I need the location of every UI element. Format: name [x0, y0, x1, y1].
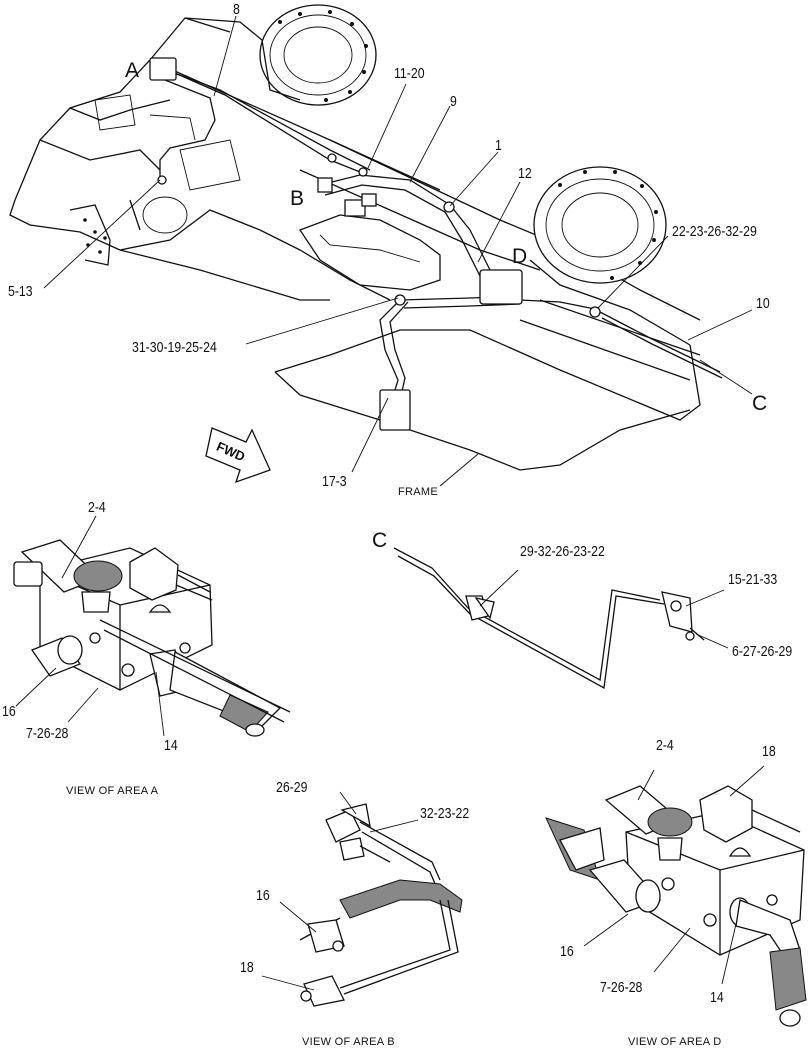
callout-b-16: 16 — [256, 887, 270, 904]
view-a-drawing — [13, 515, 291, 737]
callout-22-23-26-32-29: 22-23-26-32-29 — [672, 223, 757, 240]
callout-1: 1 — [495, 137, 502, 154]
view-d-drawing — [545, 765, 807, 1027]
callout-b-26-29: 26-29 — [276, 779, 308, 796]
callout-d-16: 16 — [560, 943, 574, 960]
callout-8: 8 — [233, 1, 240, 18]
callout-d-14: 14 — [710, 989, 724, 1006]
view-c-drawing — [393, 547, 729, 690]
axle-assembly — [9, 4, 701, 471]
callout-area-c-detail: C — [372, 529, 388, 552]
callout-17-3: 17-3 — [322, 473, 347, 490]
left-wheel-hub — [69, 204, 111, 266]
frame-label: FRAME — [398, 486, 438, 498]
callout-12: 12 — [518, 165, 532, 182]
caption-view-d: VIEW OF AREA D — [628, 1036, 722, 1048]
callout-d-7-26-28: 7-26-28 — [600, 979, 643, 996]
front-tire-top — [259, 4, 377, 106]
callout-area-c-main: C — [752, 392, 768, 415]
callout-area-d: D — [512, 245, 528, 268]
callout-29-32-26-23-22: 29-32-26-23-22 — [520, 543, 605, 560]
rear-tire-right — [533, 166, 667, 284]
callout-31-30-19-25-24: 31-30-19-25-24 — [132, 339, 217, 356]
callout-area-a: A — [125, 59, 140, 82]
fwd-arrow — [205, 427, 271, 484]
leader-lines-main — [43, 15, 753, 487]
callout-10: 10 — [756, 295, 770, 312]
callout-d-18: 18 — [762, 743, 776, 760]
callout-6-27-26-29: 6-27-26-29 — [732, 643, 793, 660]
callout-9: 9 — [450, 93, 457, 110]
hydraulic-lines — [149, 57, 723, 431]
callout-11-20: 11-20 — [394, 65, 425, 82]
callout-b-18: 18 — [240, 959, 254, 976]
view-b-drawing — [261, 791, 463, 1007]
callout-5-13: 5-13 — [8, 283, 33, 300]
callout-a-7-26-28: 7-26-28 — [26, 725, 69, 742]
callout-15-21-33: 15-21-33 — [728, 571, 778, 588]
callout-a-2-4: 2-4 — [88, 499, 106, 516]
callout-b-32-23-22: 32-23-22 — [420, 805, 470, 822]
callout-area-b: B — [290, 187, 305, 210]
caption-view-a: VIEW OF AREA A — [66, 785, 159, 797]
callout-d-2-4: 2-4 — [656, 737, 674, 754]
caption-view-b: VIEW OF AREA B — [302, 1036, 395, 1048]
callout-a-16: 16 — [2, 703, 16, 720]
callout-a-14: 14 — [164, 737, 178, 754]
